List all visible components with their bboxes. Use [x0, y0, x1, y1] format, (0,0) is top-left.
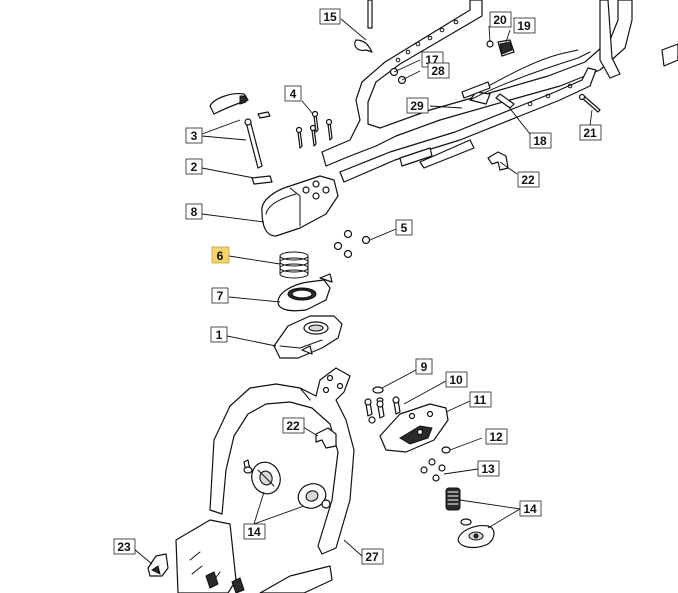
callout-5: 5	[395, 219, 413, 236]
callout-14-left: 14	[243, 523, 266, 540]
svg-text:29: 29	[410, 99, 424, 113]
part-9-10-screws	[364, 386, 401, 424]
callout-21: 21	[579, 124, 602, 141]
lower-frame	[175, 367, 355, 593]
part-17-28-nuts	[389, 67, 407, 85]
svg-text:15: 15	[323, 10, 337, 24]
part-12-13-nuts	[420, 446, 451, 482]
part-29-adjuster	[461, 81, 491, 99]
callout-3: 3	[185, 127, 203, 144]
callout-8: 8	[185, 203, 203, 220]
svg-text:27: 27	[365, 550, 379, 564]
callout-2: 2	[185, 158, 203, 175]
svg-text:10: 10	[449, 373, 463, 387]
handlebar-frame	[321, 0, 678, 183]
svg-text:2: 2	[191, 160, 198, 174]
svg-text:3: 3	[191, 129, 198, 143]
callout-15: 15	[319, 8, 341, 25]
svg-text:7: 7	[217, 289, 224, 303]
svg-text:28: 28	[431, 64, 445, 78]
svg-text:13: 13	[481, 462, 495, 476]
callout-14-right: 14	[519, 500, 542, 517]
callout-18: 18	[529, 132, 552, 149]
callout-20: 20	[489, 11, 512, 28]
callout-29: 29	[406, 97, 429, 114]
part-6-spring	[279, 251, 309, 279]
svg-text:9: 9	[421, 360, 428, 374]
callout-11: 11	[469, 391, 492, 408]
callout-13: 13	[477, 460, 500, 477]
callout-27: 27	[361, 548, 384, 565]
svg-text:5: 5	[401, 221, 408, 235]
callout-7: 7	[211, 287, 229, 304]
callout-6: 6	[211, 246, 230, 264]
part-19-block	[497, 39, 515, 57]
part-22-upper-bracket	[487, 151, 509, 171]
svg-text:20: 20	[493, 13, 507, 27]
svg-text:14: 14	[523, 502, 537, 516]
part-23-clip	[147, 553, 169, 577]
part-21-bolt	[578, 93, 601, 113]
callout-4: 4	[284, 85, 302, 102]
callout-12: 12	[485, 428, 508, 445]
part-3-lever	[209, 93, 271, 169]
svg-text:6: 6	[217, 249, 224, 263]
callout-10: 10	[445, 371, 468, 388]
leader-lines	[133, 18, 593, 565]
svg-text:14: 14	[247, 525, 261, 539]
svg-text:12: 12	[489, 430, 503, 444]
svg-text:22: 22	[521, 173, 535, 187]
svg-text:18: 18	[533, 134, 547, 148]
svg-text:1: 1	[216, 328, 223, 342]
callout-22-upper: 22	[517, 171, 540, 188]
part-11-cover	[379, 403, 449, 453]
part-5-nuts	[333, 229, 371, 259]
callout-19: 19	[513, 17, 536, 34]
callouts: 15 20 19 17 28 4 29 21 18 22 3 2 8 5 6 7…	[113, 8, 602, 565]
part-22-lower-bracket	[315, 427, 337, 449]
svg-text:23: 23	[117, 540, 131, 554]
svg-text:8: 8	[191, 205, 198, 219]
callout-1: 1	[210, 326, 228, 343]
part-7-ring	[277, 273, 333, 312]
part-14-discs-left	[243, 459, 331, 509]
part-14-spring-right	[445, 487, 495, 549]
callout-28: 28	[427, 62, 450, 79]
callout-22-lower: 22	[282, 417, 305, 434]
svg-text:22: 22	[286, 419, 300, 433]
part-15-hook	[354, 0, 373, 53]
svg-text:21: 21	[583, 126, 597, 140]
svg-text:4: 4	[290, 87, 297, 101]
part-4-bolts	[295, 110, 333, 149]
svg-text:19: 19	[517, 19, 531, 33]
part-1-base	[273, 315, 343, 359]
callout-23: 23	[113, 538, 136, 555]
callout-9: 9	[415, 358, 433, 375]
part-2-plate	[251, 175, 273, 185]
part-8-housing	[261, 175, 339, 237]
svg-text:11: 11	[474, 393, 487, 407]
